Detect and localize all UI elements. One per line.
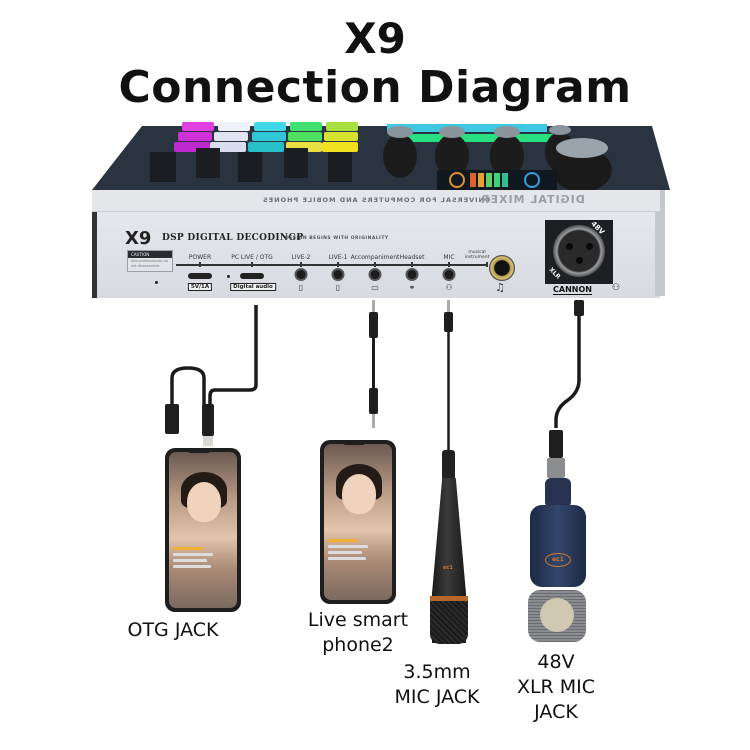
label-48v-xlr-mic-jack: 48V XLR MIC JACK <box>506 650 606 725</box>
screen-image <box>187 482 221 522</box>
phone-screen <box>324 444 392 600</box>
phone-notch <box>187 448 211 453</box>
xlr-pin <box>586 243 593 250</box>
otg-port-tag: Digital audio <box>230 283 276 291</box>
port-label-power: POWER <box>188 254 212 261</box>
microphone-logo: ec1 <box>443 565 453 571</box>
mic-icon: ⚇ <box>612 283 621 293</box>
port-label-musical-instrument: musical instrument <box>464 250 490 260</box>
port-label-accompaniment: Accompaniment <box>350 254 400 261</box>
port-tick <box>337 262 339 267</box>
diagram-title-model: X9 <box>344 14 406 63</box>
port-tick <box>411 262 413 267</box>
otg-smartphone <box>165 448 241 612</box>
live-2-jack[interactable] <box>294 268 308 281</box>
headset-jack[interactable] <box>405 268 419 281</box>
label-line: Live smart <box>307 609 409 631</box>
port-tick <box>486 262 488 267</box>
mic-jack[interactable] <box>442 268 456 281</box>
caution-body: Non-professionals do not disassemble <box>131 259 168 268</box>
phone-icon: ▯ <box>335 283 341 292</box>
port-label-live-1: LIVE-1 <box>328 254 348 261</box>
power-usb-c-port[interactable] <box>188 273 212 279</box>
label-line: JACK <box>534 701 578 723</box>
live-smartphone-2 <box>320 440 396 604</box>
label-line: MIC JACK <box>394 686 480 708</box>
port-tick <box>374 262 376 267</box>
mic-icon: ⚇ <box>445 283 453 292</box>
xlr-pin <box>566 243 573 250</box>
accompaniment-jack[interactable] <box>368 268 382 281</box>
condenser-mic-logo: ec1 <box>545 553 571 567</box>
label-line: XLR MIC <box>516 676 596 698</box>
guitar-icon: ♫ <box>495 281 505 294</box>
xlr-cannon-port[interactable] <box>553 225 605 277</box>
condenser-mic-neck <box>545 478 571 508</box>
indicator-dot <box>155 281 158 284</box>
xlr-pin <box>576 257 583 264</box>
port-tick <box>251 262 253 267</box>
label-line: 3.5mm <box>403 661 471 683</box>
power-port-tag: 5V/1A <box>187 283 213 291</box>
port-tick <box>300 262 302 267</box>
microphone-ring <box>430 596 468 601</box>
chat-overlay <box>328 539 368 563</box>
headphones-icon: ⚭ <box>408 283 416 292</box>
port-tick <box>448 262 450 267</box>
port-bus-line <box>176 264 487 266</box>
label-3-5mm-mic-jack: 3.5mm MIC JACK <box>382 660 492 710</box>
port-label-live-2: LIVE-2 <box>291 254 311 261</box>
mobile-icon: ▭ <box>371 283 379 292</box>
label-live-smartphone-2: Live smart phone2 <box>298 608 418 658</box>
label-line: 48V <box>537 651 575 673</box>
otg-usb-c-port[interactable] <box>240 273 264 279</box>
port-label-pc-live-otg: PC LIVE / OTG <box>231 254 273 261</box>
live-1-jack[interactable] <box>331 268 345 281</box>
caution-header: CAUTION <box>128 251 172 258</box>
port-label-headset: Headset <box>399 254 425 261</box>
mixer-top-edge <box>92 190 660 212</box>
indicator-dot <box>227 275 230 278</box>
diagram-title: Connection Diagram <box>118 62 632 113</box>
port-label-mic: MIC <box>443 254 455 261</box>
chat-overlay <box>173 547 213 571</box>
condenser-microphone <box>530 505 586 587</box>
device-model-logo: X9 <box>125 228 152 249</box>
instrument-jack[interactable] <box>489 255 515 281</box>
phone-screen <box>169 452 237 608</box>
mixer-top-surface <box>92 122 670 192</box>
label-line: phone2 <box>322 634 394 656</box>
label-otg-jack: OTG JACK <box>127 619 219 641</box>
caution-sticker: CAUTION Non-professionals do not disasse… <box>127 250 173 272</box>
phone-notch <box>342 440 366 445</box>
mixer-side-bevel <box>655 190 665 296</box>
screen-image <box>342 474 376 514</box>
condenser-capsule <box>540 598 574 632</box>
port-tick <box>199 262 201 267</box>
microphone-grille <box>430 596 468 644</box>
device-slogan: DESIGN BEGINS WITH ORIGINALITY <box>285 236 389 241</box>
cannon-label: CANNON <box>553 285 592 295</box>
device-subtitle: DSP DIGITAL DECODINGP <box>162 233 304 243</box>
phone-icon: ▯ <box>298 283 304 292</box>
